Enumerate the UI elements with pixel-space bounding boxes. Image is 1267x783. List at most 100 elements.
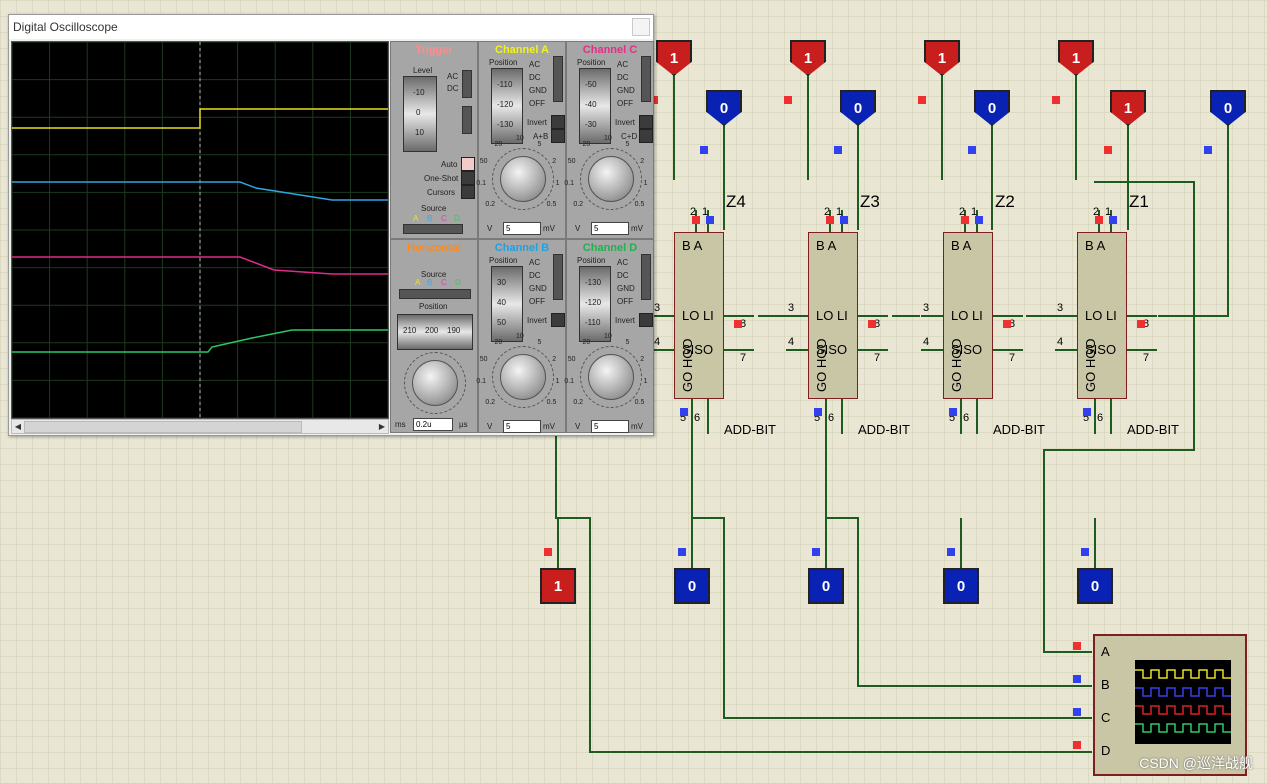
invert-button[interactable] — [551, 313, 565, 327]
knob-scale-tick: 20 — [582, 339, 591, 347]
pin-number: 7 — [1143, 352, 1150, 364]
pin-number: 5 — [949, 412, 956, 424]
combo-button[interactable] — [551, 129, 565, 143]
pin-state-marker — [680, 408, 688, 416]
chip-type-label: ADD-BIT — [993, 422, 1045, 437]
volts-input[interactable]: 5 — [591, 222, 629, 235]
one-shot-button[interactable] — [461, 171, 475, 185]
adder-chip-z1 — [1077, 232, 1127, 399]
analyzer-display-icon — [1135, 660, 1231, 744]
trace-c — [12, 256, 388, 275]
trigger-source-slider[interactable] — [403, 224, 463, 234]
channel-position-drum[interactable] — [491, 68, 523, 144]
h-source-a: A — [415, 278, 421, 287]
chip-pins-go: GO HGO — [1083, 338, 1098, 392]
scroll-right-arrow-icon[interactable]: ▶ — [378, 422, 386, 431]
mode-label-off: OFF — [617, 99, 633, 108]
trigger-title: Trigger — [415, 44, 453, 56]
volts-knob[interactable] — [500, 354, 546, 400]
pin-number: 4 — [654, 336, 661, 348]
logic-source-low[interactable]: 0 — [943, 568, 979, 604]
unit-right: mV — [543, 422, 555, 431]
pin-number: 3 — [923, 302, 930, 314]
oscilloscope-titlebar[interactable]: Digital Oscilloscope — [9, 15, 653, 39]
auto-button[interactable] — [461, 157, 475, 171]
logic-source-low[interactable]: 0 — [808, 568, 844, 604]
volts-input[interactable]: 5 — [503, 222, 541, 235]
oscilloscope-screen — [11, 41, 389, 419]
horizontal-scrollbar[interactable]: ◀ ▶ — [11, 419, 389, 434]
ac-dc-switch[interactable] — [462, 70, 472, 98]
channel-title: Channel A — [495, 44, 549, 56]
close-button[interactable] — [632, 18, 650, 36]
edge-switch[interactable] — [462, 106, 472, 134]
h-pos-tick: 190 — [447, 326, 461, 335]
coupling-switch[interactable] — [553, 254, 563, 300]
mode-label-gnd: GND — [529, 86, 547, 95]
cursors-button[interactable] — [461, 185, 475, 199]
volts-knob[interactable] — [588, 354, 634, 400]
channel-position-drum[interactable] — [579, 68, 611, 144]
chip-type-label: ADD-BIT — [858, 422, 910, 437]
invert-button[interactable] — [639, 313, 653, 327]
invert-button[interactable] — [551, 115, 565, 129]
source-a: A — [413, 214, 419, 223]
terminal-state-marker — [1073, 642, 1081, 650]
coupling-switch[interactable] — [553, 56, 563, 102]
combo-button[interactable] — [639, 129, 653, 143]
volts-knob[interactable] — [588, 156, 634, 202]
pin-number: 2 — [959, 206, 966, 218]
invert-button[interactable] — [639, 115, 653, 129]
coupling-switch[interactable] — [641, 56, 651, 102]
knob-scale-tick: 10 — [604, 333, 612, 340]
combo-label: C+D — [621, 132, 638, 141]
chip-designator: Z1 — [1129, 192, 1149, 211]
scope-terminal-d: D — [1101, 743, 1111, 758]
pin-number: 1 — [836, 206, 843, 218]
chip-pins-siso: SISO — [682, 342, 714, 357]
chip-pins-go: GO HGO — [680, 338, 695, 392]
channel-title: Channel C — [582, 44, 638, 56]
knob-scale-tick: 0.5 — [546, 398, 557, 406]
timebase-knob[interactable] — [412, 360, 458, 406]
trigger-level-drum[interactable] — [403, 76, 437, 152]
logic-source-low[interactable]: 0 — [674, 568, 710, 604]
pin-number: 7 — [874, 352, 881, 364]
adder-chip-z4 — [674, 232, 724, 399]
scrollbar-thumb[interactable] — [24, 421, 302, 433]
invert-label: Invert — [615, 316, 636, 325]
logic-source-high[interactable]: 1 — [540, 568, 576, 604]
knob-scale-tick: 0.5 — [634, 200, 645, 208]
pin-number: 1 — [971, 206, 978, 218]
position-tick: 50 — [497, 318, 506, 327]
pin-number: 1 — [1105, 206, 1112, 218]
state-marker — [1104, 146, 1112, 154]
volts-input[interactable]: 5 — [591, 420, 629, 433]
chip-pins-lo: LO LI — [816, 308, 848, 323]
timebase-input[interactable]: 0.2u — [413, 418, 453, 431]
channel-position-drum[interactable] — [579, 266, 611, 342]
logic-state-high[interactable]: 1 — [924, 40, 960, 76]
oscilloscope-title: Digital Oscilloscope — [13, 20, 118, 34]
state-marker — [1052, 96, 1060, 104]
oscilloscope-window[interactable]: Digital Oscilloscope ◀ ▶ Trigger Level -… — [8, 14, 654, 436]
knob-scale-tick: 5 — [625, 339, 630, 347]
channel-position-drum[interactable] — [491, 266, 523, 342]
scroll-left-arrow-icon[interactable]: ◀ — [14, 422, 22, 431]
knob-scale-tick: 0.1 — [476, 378, 487, 386]
logic-source-low[interactable]: 0 — [1077, 568, 1113, 604]
horizontal-position-drum[interactable] — [397, 314, 473, 350]
horizontal-source-slider[interactable] — [399, 289, 471, 299]
coupling-switch[interactable] — [641, 254, 651, 300]
knob-scale-tick: 1 — [643, 180, 648, 188]
knob-scale-tick: 0.1 — [476, 180, 487, 188]
volts-input[interactable]: 5 — [503, 420, 541, 433]
mode-label-off: OFF — [617, 297, 633, 306]
pin-number: 4 — [1057, 336, 1064, 348]
chip-designator: Z4 — [726, 192, 746, 211]
pin-number: 8 — [1009, 318, 1016, 330]
terminal-state-marker — [1073, 741, 1081, 749]
level-tick: -10 — [413, 88, 425, 97]
volts-knob[interactable] — [500, 156, 546, 202]
